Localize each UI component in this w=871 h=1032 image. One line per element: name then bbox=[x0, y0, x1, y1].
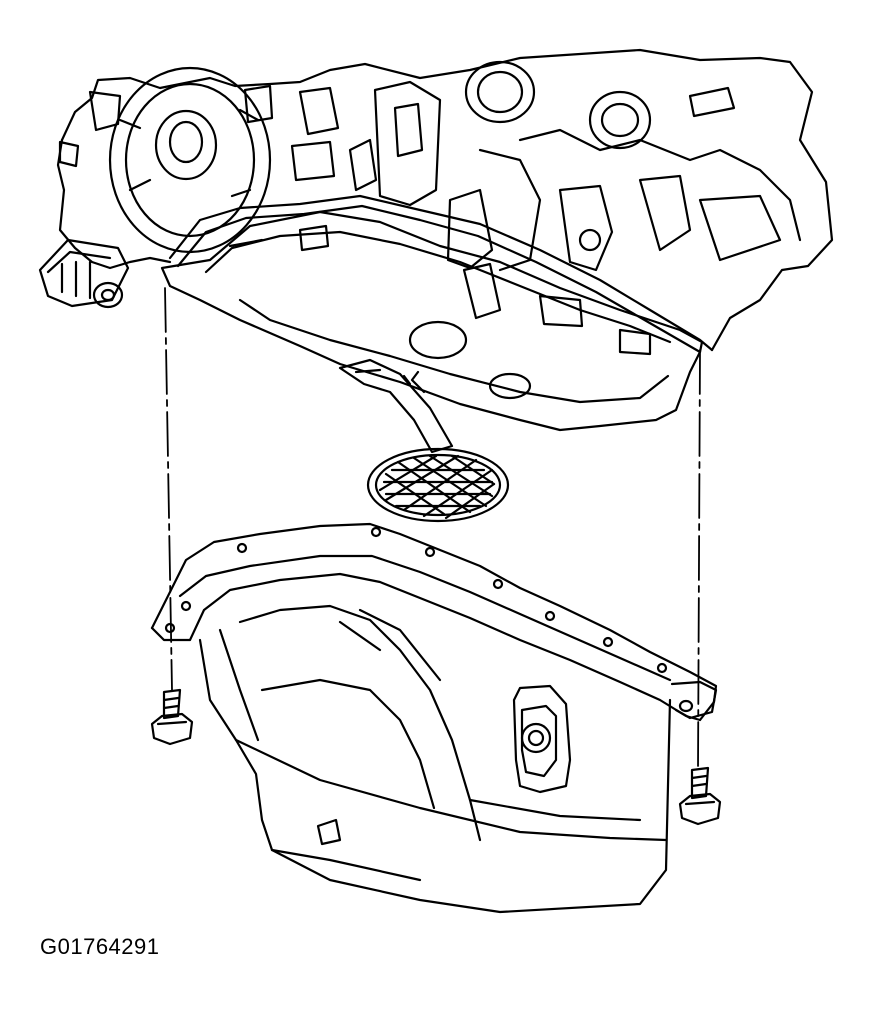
figure-id-label: G01764291 bbox=[40, 934, 160, 959]
oil-pickup-screen bbox=[366, 447, 510, 523]
oil-drain-plug bbox=[512, 684, 572, 794]
upper-oil-pan bbox=[160, 210, 704, 432]
oil-pan-bolt-left bbox=[150, 688, 194, 746]
oil-pump-pickup-tube bbox=[338, 358, 454, 454]
oil-pan-bolt-right bbox=[678, 766, 722, 826]
oil-pan bbox=[150, 522, 718, 914]
crank-sensor-connector bbox=[38, 238, 130, 309]
engine-block bbox=[38, 48, 834, 354]
